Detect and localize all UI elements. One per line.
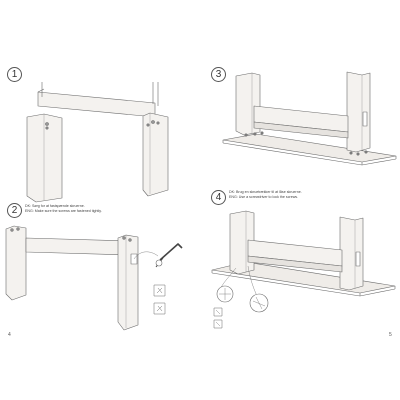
step-1-number: 1 bbox=[7, 67, 22, 82]
step-3-number: 3 bbox=[211, 67, 226, 82]
step-1-illustration bbox=[26, 82, 169, 203]
step-2-illustration bbox=[5, 225, 183, 331]
step-4-illustration bbox=[211, 210, 396, 329]
step-2-note-eng: ENG: Make sure the screws are fastened t… bbox=[25, 209, 102, 213]
step-4-number: 4 bbox=[211, 190, 226, 205]
step-4-note-dk: DK: Brug en skruetrækker til at låse skr… bbox=[229, 190, 302, 194]
step-2-number: 2 bbox=[7, 203, 22, 218]
step-3-illustration bbox=[222, 71, 397, 166]
page-number-left: 4 bbox=[8, 332, 11, 338]
step-2-note-dk: DK: Sørg for at fastspænde skruerne. bbox=[25, 204, 85, 208]
page-number-right: 5 bbox=[389, 332, 392, 338]
step-4-note-eng: ENG: Use a screwdriver to lock the screw… bbox=[229, 195, 299, 199]
